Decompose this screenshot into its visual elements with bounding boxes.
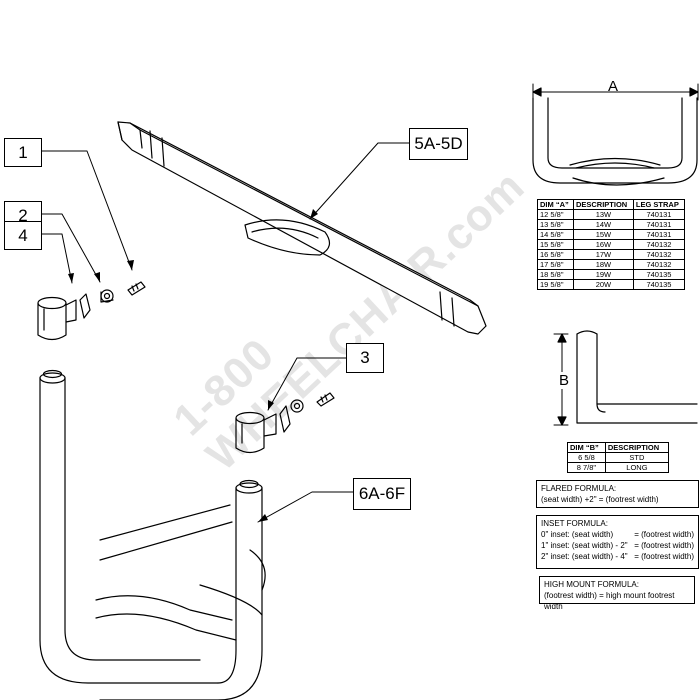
table-header-row: DIM “B” DESCRIPTION	[567, 442, 670, 453]
inset-formula-left: 2" inset: (seat width) - 4"	[541, 552, 628, 561]
callout-1: 1	[4, 138, 42, 167]
flared-formula-line: (seat width) +2" = (footrest width)	[541, 495, 659, 504]
table-cell: 740131	[632, 229, 686, 240]
table-header: DIM “B”	[567, 442, 606, 453]
high-mount-formula-box: HIGH MOUNT FORMULA: (footrest width) = h…	[539, 576, 695, 611]
table-cell: 13 5/8"	[537, 219, 574, 230]
inset-formula-right: = (footrest width)	[634, 541, 694, 550]
table-cell: 19W	[572, 269, 634, 280]
table-cell: 14 5/8"	[537, 229, 574, 240]
table-cell: 15 5/8"	[537, 239, 574, 250]
flared-formula-box: FLARED FORMULA: (seat width) +2" = (foot…	[536, 480, 699, 508]
table-cell: 13W	[572, 209, 634, 220]
footplate-drawing	[117, 121, 487, 335]
table-cell: STD	[604, 452, 670, 463]
table-cell: 740135	[632, 279, 686, 290]
table-cell: 19 5/8"	[537, 279, 574, 290]
table-cell: 8 7/8"	[567, 462, 606, 473]
clamp-right-drawing	[235, 392, 335, 454]
table-cell: LONG	[604, 462, 670, 473]
table-header: DESCRIPTION	[572, 199, 634, 210]
dim-a-drawing	[532, 83, 699, 186]
table-cell: 740131	[632, 219, 686, 230]
dim-b-drawing	[553, 330, 698, 426]
table-cell: 17 5/8"	[537, 259, 574, 270]
inset-formula-right: = (footrest width)	[634, 530, 694, 539]
table-cell: 6 5/8	[567, 452, 606, 463]
table-cell: 20W	[572, 279, 634, 290]
high-mount-formula-title: HIGH MOUNT FORMULA:	[544, 580, 639, 589]
table-cell: 16 5/8"	[537, 249, 574, 260]
dim-a-table: DIM “A” DESCRIPTION LEG STRAP 12 5/8"13W…	[537, 199, 686, 290]
table-cell: 740132	[632, 239, 686, 250]
table-cell: 740132	[632, 259, 686, 270]
inset-formula-left: 1" inset: (seat width) - 2"	[541, 541, 628, 550]
table-cell: 16W	[572, 239, 634, 250]
inset-formula-line: 0" inset: (seat width) = (footrest width…	[541, 529, 694, 540]
inset-formula-right: = (footrest width)	[634, 552, 694, 561]
callout-6a-6f: 6A-6F	[353, 478, 411, 510]
dim-a-label: A	[608, 78, 619, 95]
table-cell: 740132	[632, 249, 686, 260]
table-cell: 18 5/8"	[537, 269, 574, 280]
high-mount-formula-line: (footrest width) = high mount footrest w…	[544, 591, 675, 611]
table-cell: 18W	[572, 259, 634, 270]
dim-b-label: B	[559, 372, 570, 389]
inset-formula-box: INSET FORMULA: 0" inset: (seat width) = …	[536, 515, 699, 569]
inset-formula-title: INSET FORMULA:	[541, 519, 608, 528]
clamp-left-drawing	[37, 281, 146, 341]
callout-5a-5d: 5A-5D	[409, 128, 468, 160]
table-cell: 740131	[632, 209, 686, 220]
flared-formula-title: FLARED FORMULA:	[541, 484, 617, 493]
table-cell: 14W	[572, 219, 634, 230]
leader-lines	[40, 142, 410, 523]
inset-formula-line: 2" inset: (seat width) - 4" = (footrest …	[541, 551, 694, 562]
inset-formula-left: 0" inset: (seat width)	[541, 530, 614, 539]
table-cell: 12 5/8"	[537, 209, 574, 220]
hanger-tube-drawing	[39, 369, 266, 700]
table-header-row: DIM “A” DESCRIPTION LEG STRAP	[537, 199, 686, 210]
table-row: 8 7/8"LONG	[567, 462, 670, 473]
inset-formula-line: 1" inset: (seat width) - 2" = (footrest …	[541, 540, 694, 551]
table-header: DIM “A”	[537, 199, 574, 210]
table-cell: 15W	[572, 229, 634, 240]
callout-3: 3	[346, 343, 384, 373]
callout-4: 4	[4, 221, 42, 250]
table-header: LEG STRAP	[632, 199, 686, 210]
table-header: DESCRIPTION	[604, 442, 670, 453]
table-cell: 17W	[572, 249, 634, 260]
table-cell: 740135	[632, 269, 686, 280]
